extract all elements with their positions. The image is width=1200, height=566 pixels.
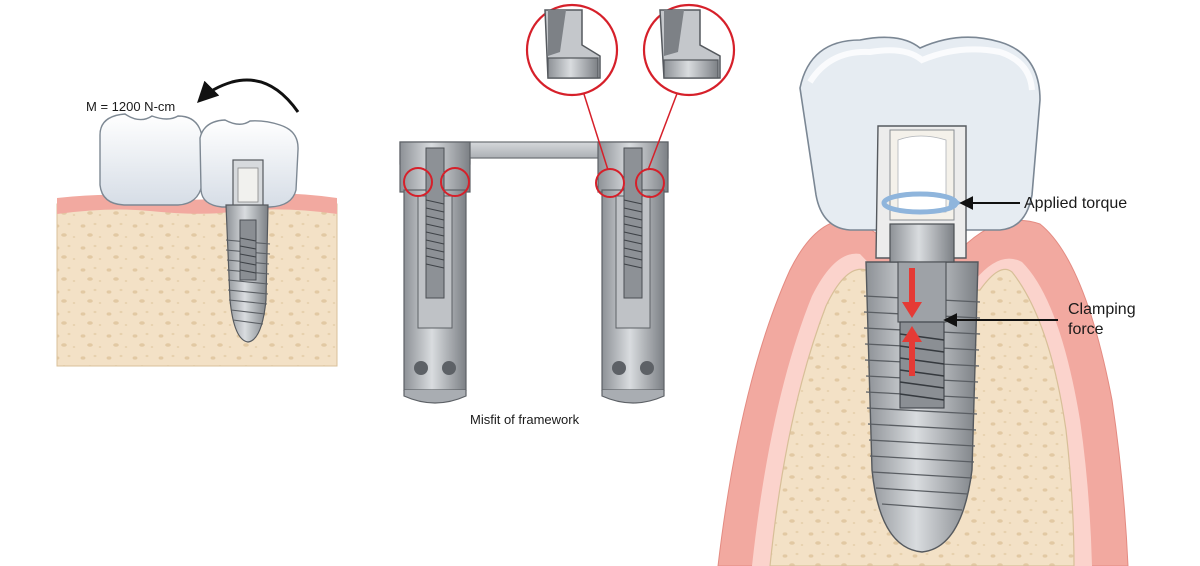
moment-label: M = 1200 N-cm bbox=[86, 99, 175, 114]
clamping-force-arrows bbox=[902, 268, 922, 376]
right-implant-post bbox=[595, 141, 669, 404]
clamp-label-line1: Clamping bbox=[1068, 301, 1136, 318]
preload-panel: Applied torque Clamping force bbox=[717, 36, 1136, 566]
framework-panel: Misfit of framework bbox=[399, 3, 736, 427]
abutment-screw bbox=[889, 223, 955, 263]
molar-crown bbox=[99, 113, 203, 206]
magnifier-right bbox=[642, 3, 736, 97]
moment-arrow bbox=[197, 78, 300, 113]
framework-caption: Misfit of framework bbox=[470, 412, 580, 427]
bone-block bbox=[56, 199, 338, 367]
clamp-label-line2: force bbox=[1068, 321, 1104, 338]
misfit-circle bbox=[403, 167, 433, 197]
misfit-circle bbox=[595, 168, 625, 198]
moment-panel: M = 1200 N-cm bbox=[56, 78, 338, 367]
torque-label: Applied torque bbox=[1024, 195, 1127, 212]
misfit-circle bbox=[635, 168, 665, 198]
magnifier-left bbox=[525, 3, 619, 97]
left-implant-post bbox=[399, 141, 471, 404]
misfit-circle bbox=[440, 167, 470, 197]
